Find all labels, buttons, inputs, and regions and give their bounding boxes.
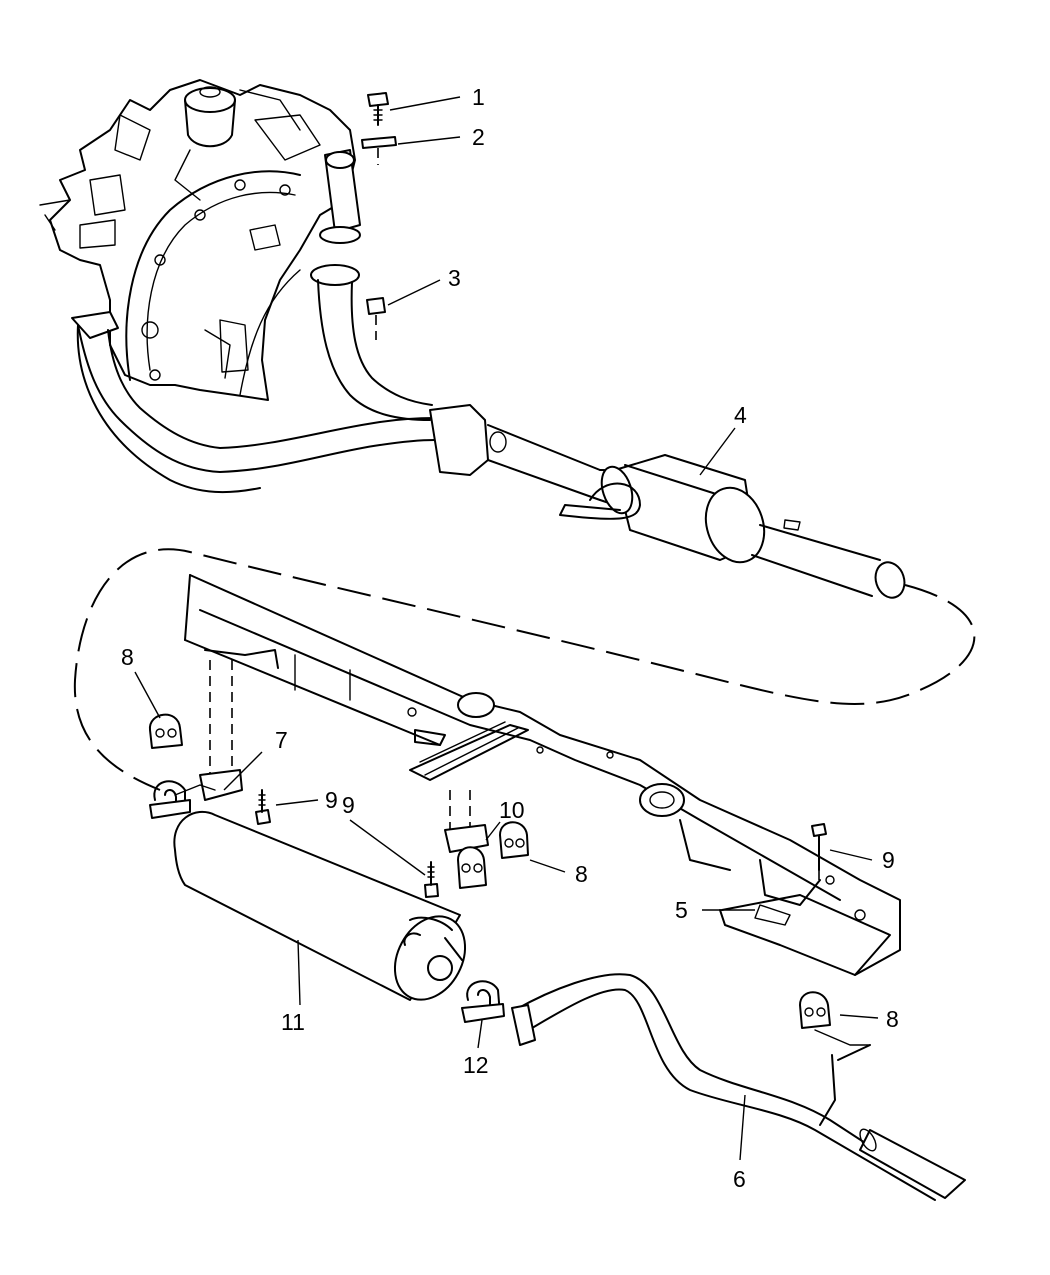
rubber-insulator-left	[148, 713, 183, 749]
callout-12: 12	[463, 1052, 489, 1078]
manifold-bolt	[367, 92, 389, 126]
u-clamp-left	[149, 780, 191, 819]
callout-leaders	[134, 96, 879, 1161]
callout-8-left: 8	[121, 644, 134, 670]
engine-transmission-assembly	[39, 79, 361, 401]
callout-9-left: 9	[325, 787, 338, 813]
vehicle-frame-rail	[184, 574, 901, 976]
callout-3: 3	[448, 265, 461, 291]
muffler	[173, 810, 467, 1001]
hanger-bracket-center	[444, 790, 489, 853]
tailpipe	[511, 973, 966, 1201]
hanger-bolt-left	[255, 789, 271, 825]
hanger-bolt-center	[424, 861, 439, 898]
rubber-insulator-right	[799, 991, 871, 1046]
manifold-nut	[366, 297, 386, 340]
callout-5: 5	[675, 897, 688, 923]
callout-6: 6	[733, 1166, 746, 1192]
front-exhaust-pipe	[71, 264, 621, 507]
catalytic-converter	[559, 454, 906, 599]
callout-8-right: 8	[886, 1006, 899, 1032]
callout-4: 4	[734, 402, 747, 428]
callout-labels: 1 2 3 4 5 6 7 8 8 8 9 9 9 10 11 12	[121, 84, 899, 1192]
hanger-bracket-left	[174, 649, 279, 801]
hanger-bolt-right	[811, 823, 827, 885]
detail-boundary-outline	[73, 548, 976, 791]
rubber-insulator-center	[457, 821, 529, 889]
callout-1: 1	[472, 84, 485, 110]
manifold-spring	[361, 136, 397, 165]
callout-9-center: 9	[342, 792, 355, 818]
callout-2: 2	[472, 124, 485, 150]
callout-10: 10	[499, 797, 525, 823]
callout-7: 7	[275, 727, 288, 753]
callout-8-center: 8	[575, 861, 588, 887]
u-clamp-right	[461, 980, 505, 1023]
callout-9-right: 9	[882, 847, 895, 873]
callout-11: 11	[281, 1009, 305, 1035]
